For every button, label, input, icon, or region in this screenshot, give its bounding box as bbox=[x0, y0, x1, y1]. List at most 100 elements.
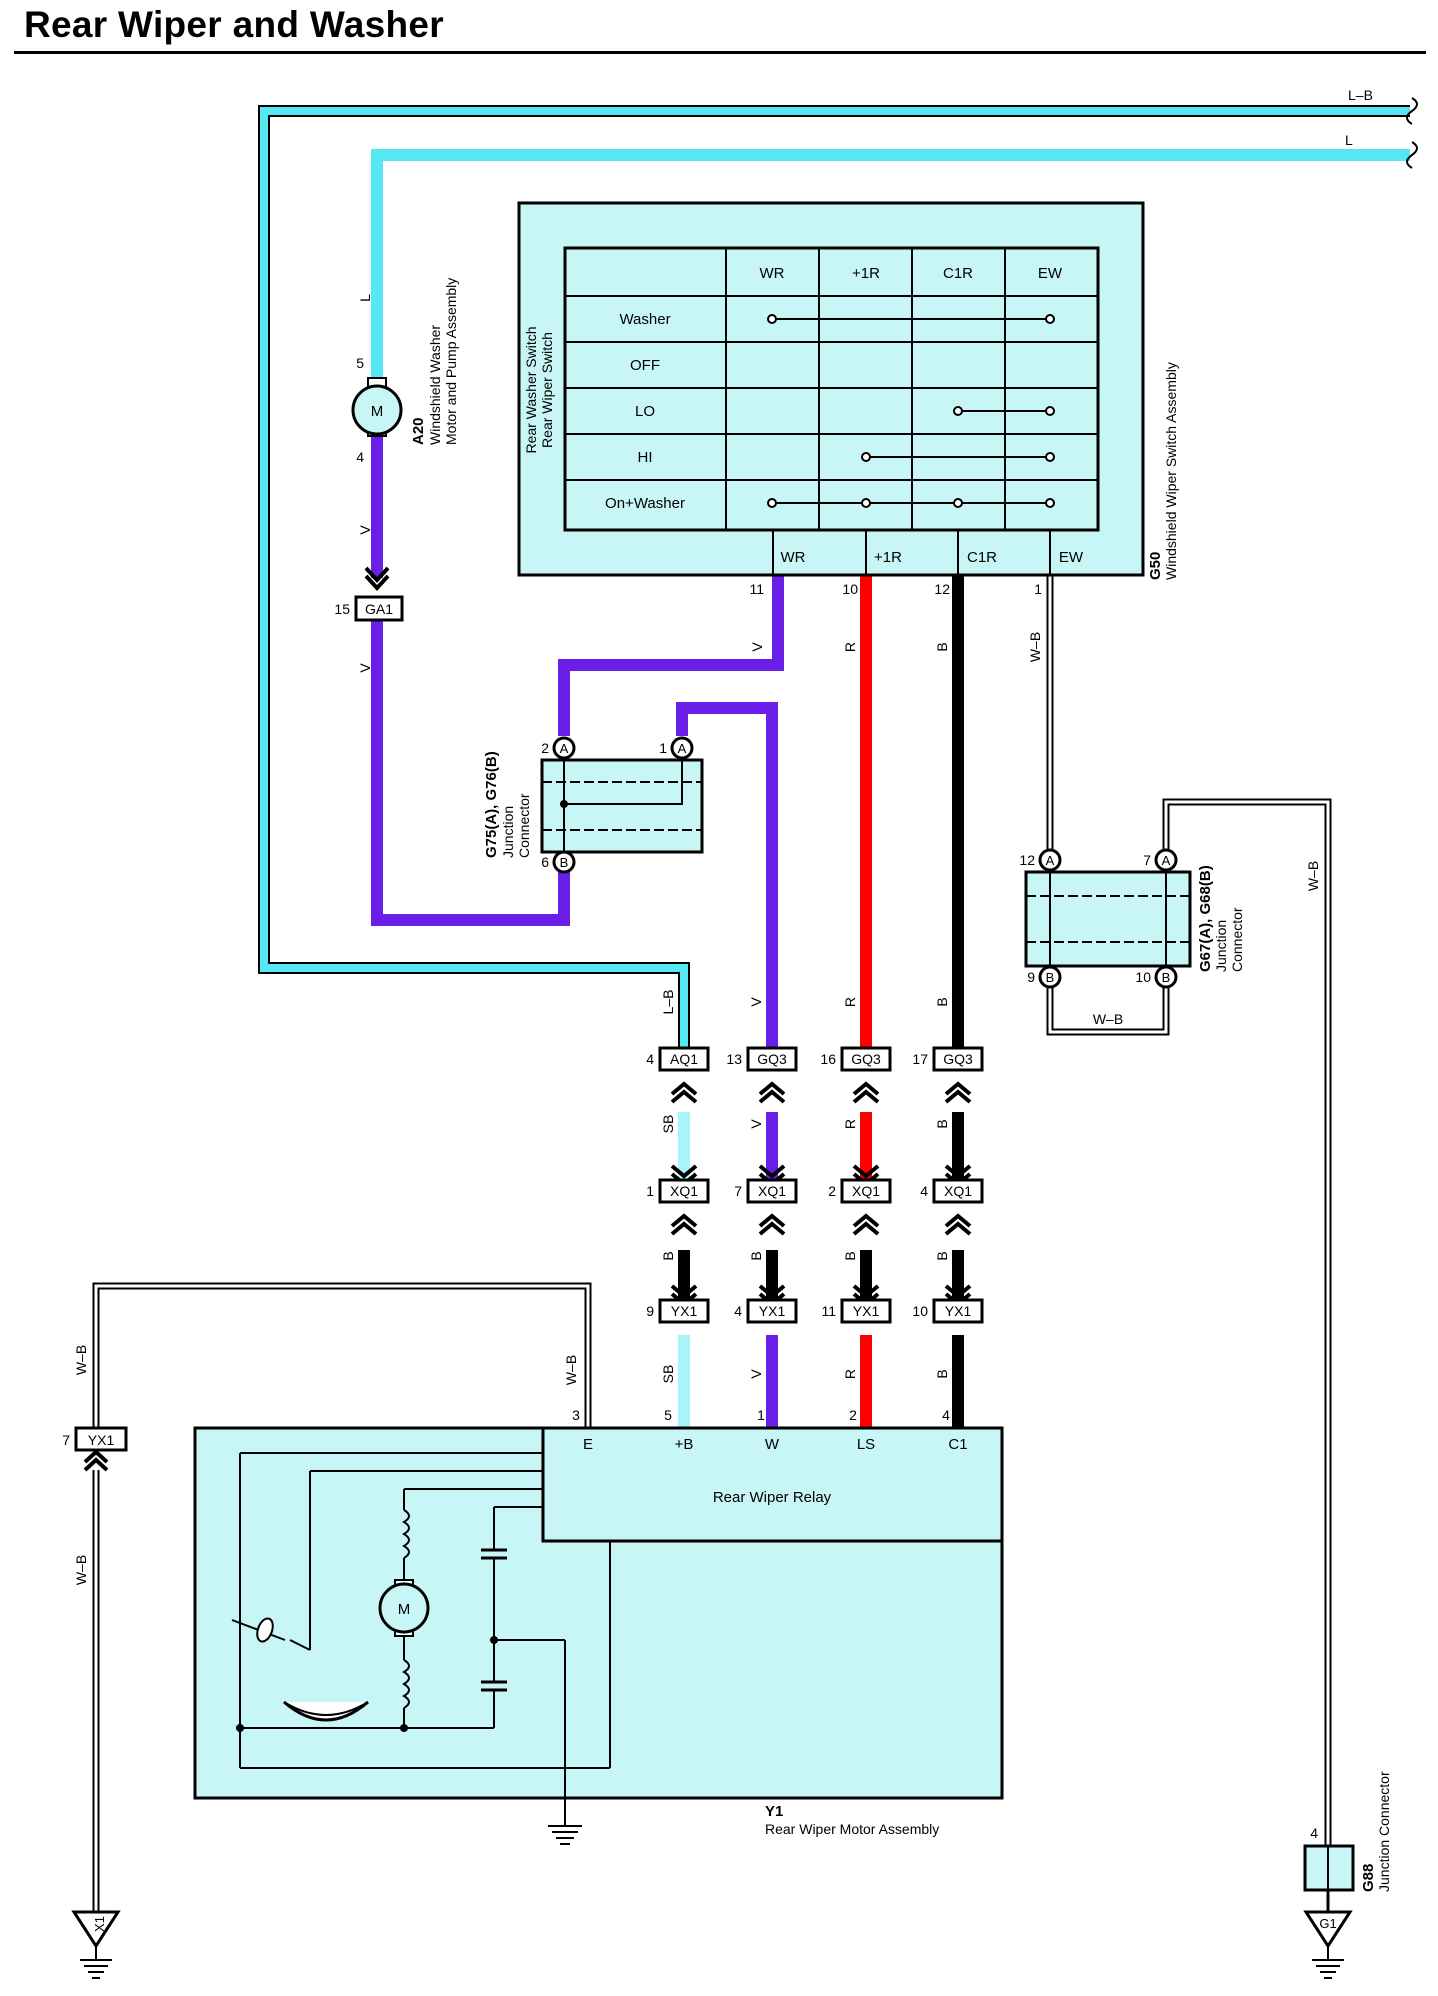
col-header-c1r: C1R bbox=[943, 265, 973, 282]
pin-num-11: 11 bbox=[749, 581, 764, 597]
wire-color-label: L–B bbox=[660, 990, 676, 1015]
connector-yx1-10: YX1 10 B bbox=[912, 1251, 984, 1324]
row-label-washer: Washer bbox=[619, 311, 670, 328]
junction-g75-box bbox=[540, 758, 704, 854]
connector-pin-number: 1 bbox=[646, 1183, 654, 1199]
junction-g67-letter-2: A bbox=[1162, 853, 1171, 868]
connector-label: GQ3 bbox=[757, 1051, 787, 1067]
connector-label: XQ1 bbox=[670, 1183, 698, 1199]
ground-icon-x1 bbox=[71, 1910, 121, 1979]
junction-g67-letter-3: B bbox=[1046, 970, 1055, 985]
connector-label: YX1 bbox=[671, 1303, 698, 1319]
junction-g67-box bbox=[1024, 870, 1192, 968]
relay-wire-label-r: R bbox=[842, 1369, 858, 1379]
junction-g75-pin-a2-letter: A bbox=[678, 741, 687, 756]
junction-g75-pin-a1-letter: A bbox=[560, 741, 569, 756]
relay-pin-c1: C1 bbox=[948, 1436, 967, 1453]
wire-label-v-washer: V bbox=[357, 525, 373, 535]
break-mark-2 bbox=[1406, 141, 1418, 169]
pin-name-wr: WR bbox=[781, 549, 806, 566]
relay-box bbox=[541, 1426, 1004, 1543]
junction-g75-line1: Junction bbox=[500, 806, 516, 858]
connector-pin-number: 11 bbox=[821, 1303, 836, 1319]
wire-v-washer bbox=[371, 436, 570, 926]
washer-motor-id: A20 bbox=[410, 417, 427, 445]
title-rule bbox=[14, 51, 1426, 54]
wire-segments-mid bbox=[678, 1112, 964, 1428]
pin-num-10: 10 bbox=[842, 581, 858, 597]
relay-pin-num-4: 4 bbox=[942, 1407, 950, 1423]
connector-pin-number: 10 bbox=[912, 1303, 928, 1319]
col-header-ew: EW bbox=[1038, 265, 1063, 282]
wire-color-label: V bbox=[748, 997, 764, 1007]
connector-label: YX1 bbox=[759, 1303, 786, 1319]
wire-color-label: B bbox=[660, 1251, 676, 1260]
junction-g75-internal bbox=[542, 748, 702, 860]
junction-g67-num-7: 7 bbox=[1143, 852, 1151, 868]
wire-label-v-wr: V bbox=[749, 642, 765, 652]
wire-color-label: B bbox=[934, 997, 950, 1006]
junction-g67-internal bbox=[1026, 866, 1190, 976]
pin-name-ew: EW bbox=[1059, 549, 1084, 566]
junction-g67-line1: Junction bbox=[1213, 920, 1229, 972]
connector-label: AQ1 bbox=[670, 1051, 698, 1067]
g88-connector bbox=[1303, 1844, 1355, 1912]
wire-label-w-b-left-lower: W–B bbox=[73, 1555, 89, 1585]
wire-label-r: R bbox=[842, 642, 858, 652]
wire-label-v-ga1: V bbox=[357, 663, 373, 673]
junction-g67-pin-a7 bbox=[1154, 848, 1178, 872]
wire-label-b: B bbox=[934, 642, 950, 651]
connector-pin-number: 4 bbox=[920, 1183, 928, 1199]
wiper-motor-symbol: M bbox=[378, 1579, 430, 1637]
washer-motor-pin-5: 5 bbox=[356, 355, 364, 371]
junction-g67-id: G67(A), G68(B) bbox=[1197, 865, 1214, 972]
junction-g67-num-10: 10 bbox=[1135, 969, 1151, 985]
washer-motor-name-2: Motor and Pump Assembly bbox=[443, 278, 459, 445]
top-wire-label-l-b: L–B bbox=[1348, 87, 1373, 103]
motor-internal-nodes bbox=[236, 1636, 498, 1732]
col-header-wr: WR bbox=[760, 265, 785, 282]
connector-label: GQ3 bbox=[943, 1051, 973, 1067]
connector-label: XQ1 bbox=[944, 1183, 972, 1199]
relay-wire-label-b: B bbox=[934, 1369, 950, 1378]
row-label-hi: HI bbox=[638, 449, 653, 466]
connector-pin-number: 17 bbox=[912, 1051, 928, 1067]
relay-pin-e: E bbox=[583, 1436, 593, 1453]
pin-num-1: 1 bbox=[1034, 581, 1042, 597]
washer-motor-symbol: M bbox=[371, 403, 384, 420]
ground-label-x1: X1 bbox=[92, 1916, 107, 1932]
row-label-lo: LO bbox=[635, 403, 655, 420]
relay-pin-ls: LS bbox=[857, 1436, 875, 1453]
connector-label: XQ1 bbox=[758, 1183, 786, 1199]
wire-label-w-b-relay: W–B bbox=[563, 1355, 579, 1385]
connector-label: YX1 bbox=[853, 1303, 880, 1319]
wire-color-label: SB bbox=[660, 1115, 676, 1134]
connector-pin-number: 16 bbox=[820, 1051, 836, 1067]
g88-id: G88 bbox=[1360, 1864, 1377, 1892]
pin-name-1r: +1R bbox=[874, 549, 902, 566]
connector-pin-number: 7 bbox=[734, 1183, 742, 1199]
wire-color-label: B bbox=[842, 1251, 858, 1260]
connector-label: XQ1 bbox=[852, 1183, 880, 1199]
connector-yx1-11: YX1 11 B bbox=[821, 1251, 892, 1324]
connector-label: YX1 bbox=[945, 1303, 972, 1319]
relay-pin-num-3: 3 bbox=[572, 1407, 580, 1423]
g88-name: Junction Connector bbox=[1376, 1771, 1392, 1892]
wire-l-b bbox=[258, 105, 1410, 1070]
wire-v-wr bbox=[558, 555, 784, 736]
wire-color-label: B bbox=[748, 1251, 764, 1260]
relay-wire-label-v: V bbox=[748, 1369, 764, 1379]
junction-g75-pin-a2 bbox=[670, 736, 694, 760]
connector-label: GQ3 bbox=[851, 1051, 881, 1067]
junction-g67-num-9: 9 bbox=[1027, 969, 1035, 985]
wire-color-label: B bbox=[934, 1251, 950, 1260]
junction-g67-num-12: 12 bbox=[1019, 852, 1035, 868]
page-title: Rear Wiper and Washer bbox=[24, 4, 444, 45]
g88-pin: 4 bbox=[1310, 1825, 1318, 1841]
wire-w-b-loop bbox=[1046, 978, 1170, 1036]
washer-motor-pin-4: 4 bbox=[356, 449, 364, 465]
junction-g67-pin-a12 bbox=[1038, 848, 1062, 872]
